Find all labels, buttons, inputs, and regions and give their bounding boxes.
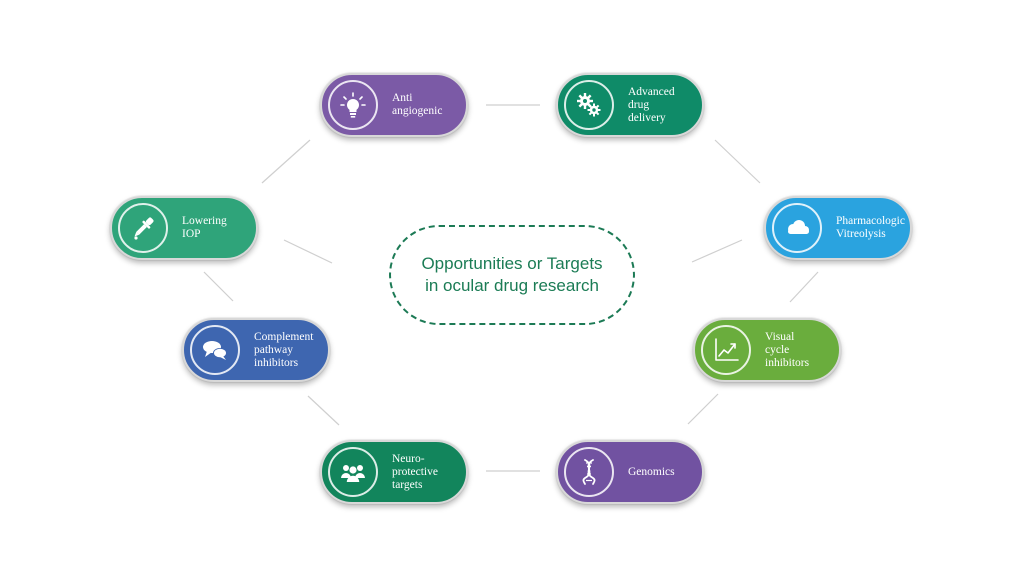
node-label: Genomics [628, 465, 675, 478]
icon-ring [328, 447, 378, 497]
connector-line [789, 271, 819, 303]
cloud-icon [788, 220, 809, 234]
node-label: Complement pathway inhibitors [254, 330, 314, 369]
connector-line [687, 393, 719, 425]
connector-line [714, 139, 761, 184]
central-topic-title: Opportunities or Targets in ocular drug … [421, 254, 603, 295]
node-lowering-iop[interactable]: Lowering IOP [110, 196, 258, 260]
connector-line [261, 139, 311, 184]
node-label: Pharmacologic Vitreolysis [836, 215, 905, 240]
dna-icon [582, 459, 596, 485]
icon-ring [118, 203, 168, 253]
node-complement-pathway-inhibitors[interactable]: Complement pathway inhibitors [182, 318, 330, 382]
node-advanced-drug-delivery[interactable]: Advanced drug delivery [556, 73, 704, 137]
speech-bubbles-icon [203, 341, 227, 360]
node-neuro-protective-targets[interactable]: Neuro- protective targets [320, 440, 468, 504]
dropper-icon [134, 217, 154, 240]
icon-ring [772, 203, 822, 253]
node-label: Lowering IOP [182, 215, 227, 240]
connector-line [283, 239, 333, 264]
node-label: Visual cycle inhibitors [765, 330, 810, 369]
node-visual-cycle-inhibitors[interactable]: Visual cycle inhibitors [693, 318, 841, 382]
icon-ring [564, 80, 614, 130]
gears-icon [577, 93, 601, 117]
node-label: Neuro- protective targets [392, 452, 438, 491]
connector-line [691, 239, 743, 263]
node-genomics[interactable]: Genomics [556, 440, 704, 504]
node-pharmacologic-vitreolysis[interactable]: Pharmacologic Vitreolysis [764, 196, 912, 260]
node-anti-angiogenic[interactable]: Anti angiogenic [320, 73, 468, 137]
central-topic: Opportunities or Targets in ocular drug … [389, 225, 635, 325]
lightbulb-icon [340, 92, 366, 118]
people-group-icon [341, 465, 365, 482]
icon-ring [190, 325, 240, 375]
icon-ring [701, 325, 751, 375]
line-chart-icon [715, 338, 739, 361]
icon-ring [328, 80, 378, 130]
node-label: Advanced drug delivery [628, 85, 675, 124]
connector-line [307, 395, 340, 426]
connector-line [203, 271, 234, 302]
icon-ring [564, 447, 614, 497]
node-label: Anti angiogenic [392, 92, 443, 117]
